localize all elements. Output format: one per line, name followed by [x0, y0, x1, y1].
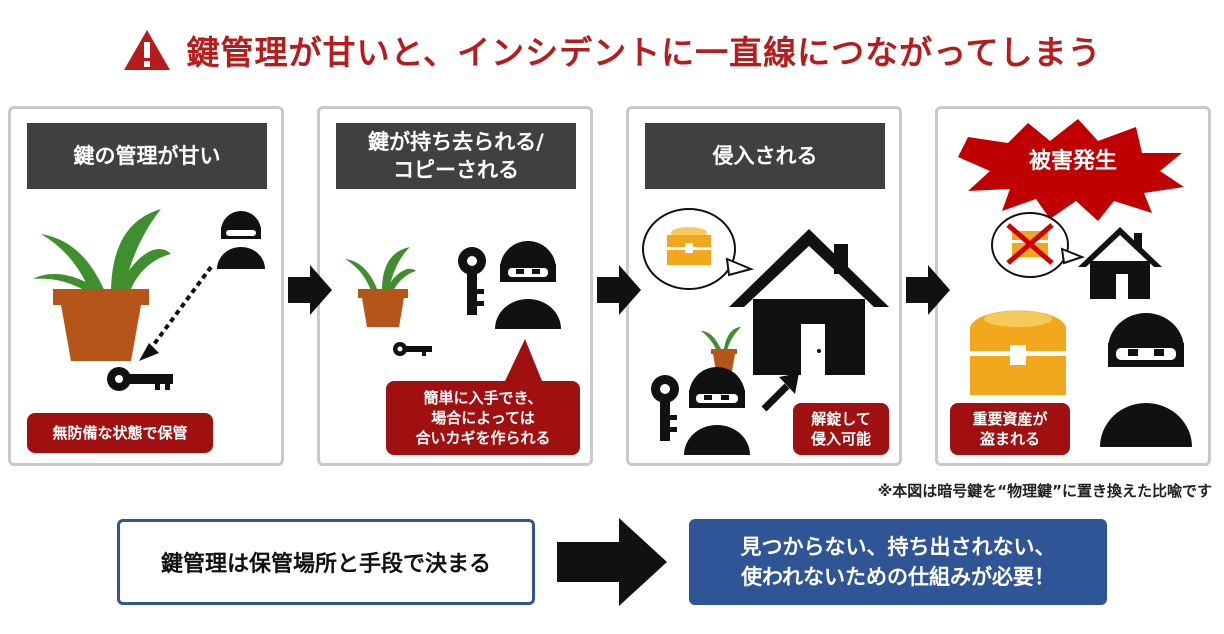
- thief-icon: [1100, 313, 1192, 447]
- page-title: 鍵管理が甘いと、インシデントに一直線につながってしまう: [0, 22, 1224, 78]
- warning-triangle-icon: [124, 30, 171, 70]
- potted-plant-icon: [33, 209, 171, 361]
- step-4-callout: 重要資産が 盗まれる: [950, 403, 1070, 455]
- key-icon: [107, 367, 173, 391]
- thief-icon: [684, 367, 750, 455]
- step-panel-2: 鍵が持ち去られる/ コピーされる: [317, 106, 593, 466]
- step-1-header: 鍵の管理が甘い: [27, 123, 267, 189]
- key-icon: [651, 375, 679, 441]
- step-4-header: 被害発生: [1028, 149, 1117, 174]
- key-icon: [458, 247, 486, 315]
- step-3-header: 侵入される: [645, 123, 885, 189]
- house-icon: [729, 229, 889, 375]
- callout-pointer: [505, 339, 542, 381]
- step-2-header: 鍵が持ち去られる/ コピーされる: [336, 123, 576, 189]
- step-arrow-2: [597, 265, 641, 315]
- potted-plant-icon: [701, 327, 741, 371]
- step-arrow-1: [288, 265, 332, 315]
- small-key-icon: [393, 342, 432, 356]
- house-icon: [1078, 227, 1162, 299]
- step-1-callout: 無防備な状態で保管: [27, 413, 213, 453]
- thought-bubble: [991, 212, 1085, 278]
- step-arrow-3: [906, 265, 950, 315]
- treasure-chest-icon: [667, 227, 711, 265]
- summary-right-box: 見つからない、持ち出されない、 使われないための仕組みが必要！: [689, 519, 1107, 605]
- burst-shape: [958, 119, 1184, 221]
- step-3-callout: 解錠して 侵入可能: [793, 403, 889, 455]
- potted-plant-icon: [345, 247, 416, 327]
- thief-icon: [217, 211, 265, 269]
- step-2-callout: 簡単に入手でき、 場合によっては 合いカギを作られる: [386, 381, 580, 455]
- footnote: ※本図は暗号鍵を“物理鍵”に置き換えた比喩です: [877, 482, 1212, 500]
- title-text: 鍵管理が甘いと、インシデントに一直線につながってしまう: [186, 33, 1102, 72]
- thought-bubble: [642, 208, 755, 290]
- entry-arrow: [761, 373, 799, 412]
- step-panel-1: 鍵の管理が甘い 無防備な状態で保管: [8, 106, 284, 466]
- summary-arrow: [557, 518, 667, 606]
- step-panel-3: 侵入される: [626, 106, 902, 466]
- treasure-chest-icon: [970, 310, 1066, 395]
- step-panel-4: 被害発生 重要資産が 盗まれる: [935, 106, 1211, 466]
- cross-mark-icon: [1006, 223, 1054, 265]
- summary-left-box: 鍵管理は保管場所と手段で決まる: [117, 519, 535, 605]
- thief-icon: [495, 241, 561, 329]
- dotted-arrow: [147, 265, 213, 353]
